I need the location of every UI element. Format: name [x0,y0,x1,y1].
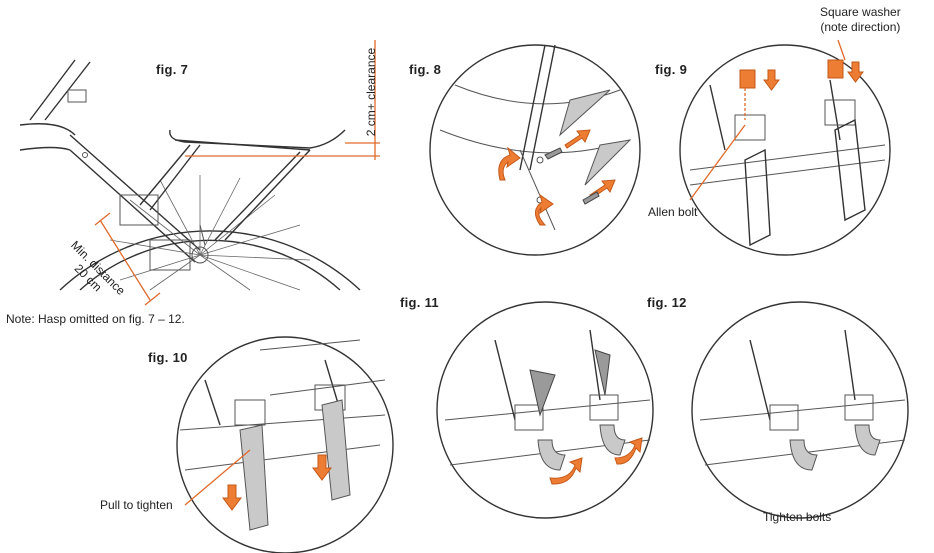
square-washer-label: Square washer (note direction) [820,5,901,35]
fig10-label: fig. 10 [148,350,188,365]
fig9-drawing [679,39,891,256]
fig10-drawing [176,336,394,553]
fig12-drawing [691,301,909,519]
clearance-label: 2 cm+ clearance [364,47,378,137]
fig8-drawing [429,44,641,256]
fig8-label: fig. 8 [409,62,442,77]
square-washer-line2: (note direction) [820,20,901,34]
pull-to-tighten-label: Pull to tighten [100,498,173,512]
allen-bolt-label: Allen bolt [648,205,698,219]
square-washer-line1: Square washer [820,5,901,19]
fig7-label: fig. 7 [156,62,189,77]
fig7-drawing [19,40,380,306]
note-text: Note: Hasp omitted on fig. 7 – 12. [6,312,185,326]
fig11-drawing [436,301,654,519]
tighten-bolts-label: Tighten bolts [763,510,832,524]
fig9-label: fig. 9 [655,62,688,77]
fig11-label: fig. 11 [400,295,439,310]
fig12-label: fig. 12 [647,295,687,310]
